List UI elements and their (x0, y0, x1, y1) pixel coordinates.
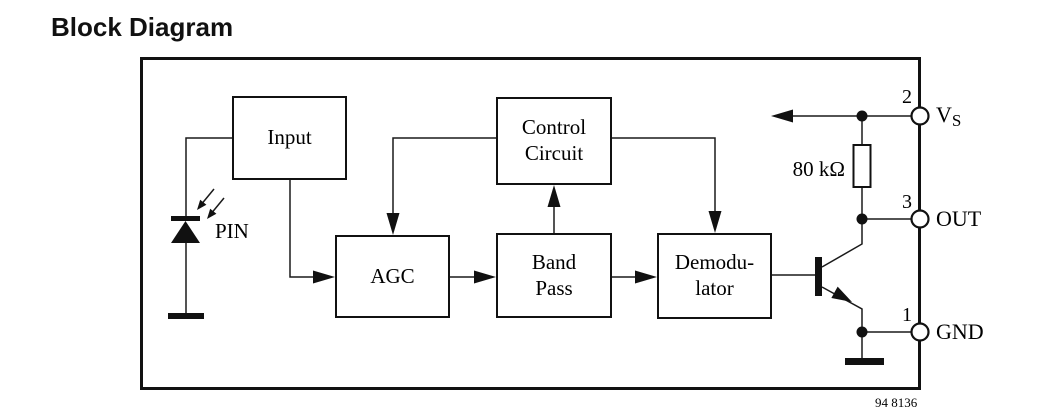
block-demodulator: Demodu- lator (657, 233, 772, 319)
pin-number-vs: 2 (902, 86, 912, 108)
block-input-label: Input (267, 125, 312, 150)
block-control-circuit: Control Circuit (496, 97, 612, 185)
photodiode-label: PIN (215, 219, 249, 243)
block-demodulator-label: Demodu- lator (674, 250, 755, 300)
block-band-pass: Band Pass (496, 233, 612, 318)
pin-number-out: 3 (902, 191, 912, 213)
block-agc: AGC (335, 235, 450, 318)
pin-label-vs-subscript: S (951, 111, 962, 130)
pin-label-vs: VS (936, 102, 962, 131)
page-title: Block Diagram (51, 12, 234, 42)
pin-label-out: OUT (936, 206, 982, 231)
figure-number: 94 8136 (875, 395, 918, 410)
block-band-pass-label: Band Pass (531, 249, 577, 300)
pin-label-vs-main: V (936, 102, 952, 127)
pin-label-gnd: GND (936, 319, 984, 344)
pin-number-gnd: 1 (902, 304, 912, 326)
block-agc-label: AGC (370, 263, 415, 288)
resistor-value-label: 80 kΩ (792, 157, 845, 181)
block-input: Input (232, 96, 347, 180)
block-control-circuit-label: Control Circuit (521, 115, 587, 165)
